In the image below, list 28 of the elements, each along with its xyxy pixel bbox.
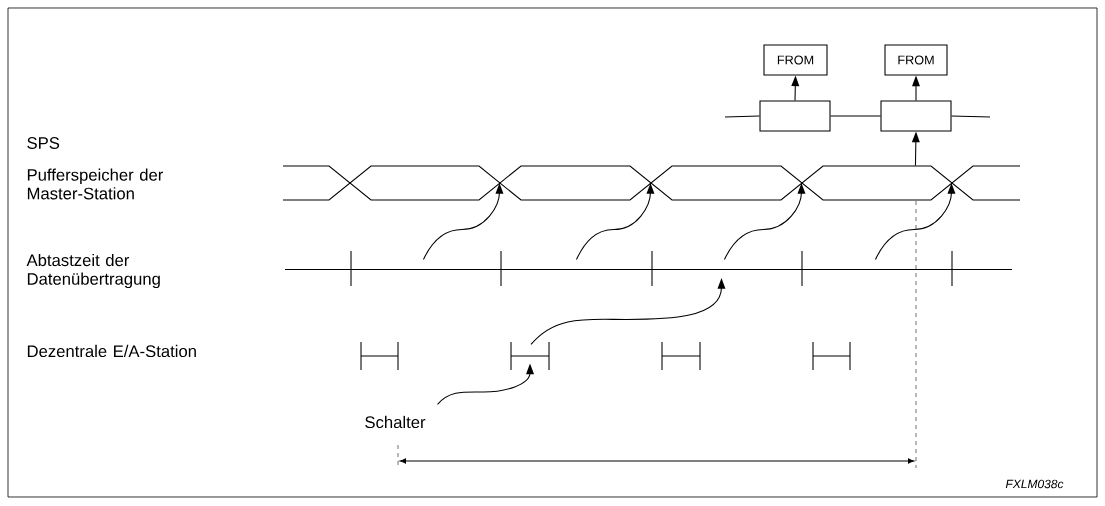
image-code: FXLM038c [1005, 479, 1064, 489]
arrow [723, 183, 806, 260]
row-label: Dezentrale E/A-Station [27, 344, 196, 358]
arrow [422, 183, 504, 260]
process-box [880, 100, 952, 132]
process-box [759, 100, 831, 132]
arrow [437, 363, 534, 405]
arrow [530, 278, 726, 345]
arrow [911, 131, 920, 166]
signal-waveform [282, 165, 1021, 201]
callout-text: Schalter [365, 415, 426, 429]
row-label: Abtastzeit der Datenübertragung [26, 253, 160, 289]
connector-line [830, 115, 881, 117]
interval-marker [812, 341, 851, 371]
arrow [874, 183, 956, 260]
arrow [912, 75, 920, 101]
connector-line [951, 115, 991, 118]
connector-line [724, 115, 760, 118]
interval-marker [661, 341, 701, 371]
label-box: FROM [884, 44, 948, 76]
arrow [791, 75, 800, 101]
interval-marker [360, 341, 399, 371]
label-box: FROM [763, 44, 828, 76]
interval-marker [510, 341, 550, 371]
timeline [284, 250, 1013, 287]
row-label: Pufferspeicher der Master-Station [27, 168, 164, 200]
arrow [575, 183, 655, 260]
row-label: SPS [27, 137, 60, 149]
